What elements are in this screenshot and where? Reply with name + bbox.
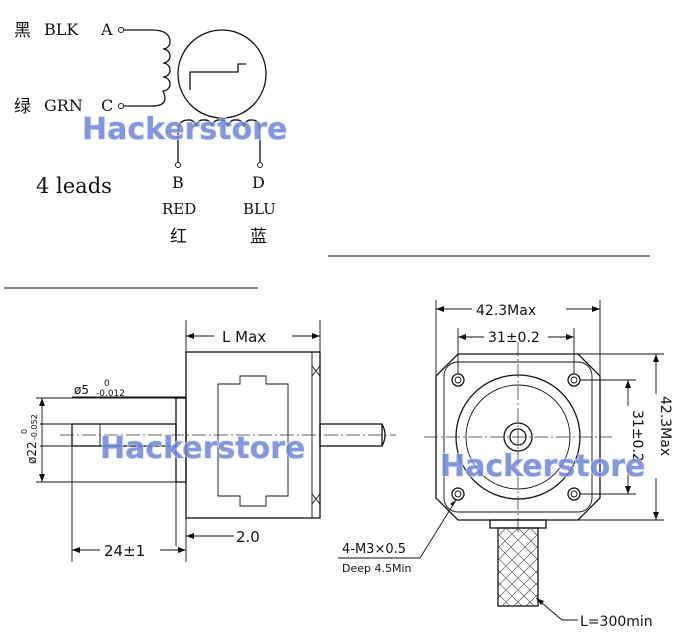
screw-leader — [338, 499, 457, 559]
flange-arrow — [186, 533, 194, 539]
hole-span-v-arrow-bottom — [625, 486, 631, 494]
mount-hole-tr-inner — [570, 376, 578, 384]
wire-a-color-cn: 黑 — [14, 21, 31, 41]
corner-mark-top — [311, 365, 321, 377]
wire-a-pin: A — [100, 20, 113, 39]
mount-hole-br-inner — [570, 490, 578, 498]
hole-span-arrow-left — [458, 334, 466, 340]
boss-dia-arrow-bottom — [39, 474, 45, 482]
lmax-arrow-left — [186, 333, 194, 339]
wiring-diagram: 黑 BLK A 绿 GRN C B D RED BLU 红 蓝 4 leads … — [14, 20, 288, 247]
lmax-arrow-right — [312, 333, 320, 339]
screw-label: 4-M3×0.5 — [342, 542, 406, 557]
boss-dia-lower-tol: -0.052 — [30, 414, 39, 440]
width-arrow-right — [592, 306, 600, 312]
boss-len-arrow-right — [178, 547, 186, 553]
wire-d-color: BLU — [243, 200, 276, 218]
shaft-dia-upper-tol: 0 — [104, 379, 110, 389]
cable-leader — [535, 597, 578, 621]
height-arrow-bottom — [653, 512, 659, 520]
rotor-symbol — [177, 29, 267, 119]
mount-hole-tr — [567, 373, 581, 387]
mount-hole-bl — [451, 487, 465, 501]
mount-hole-bl-inner — [454, 490, 462, 498]
boss-dia-upper-tol: 0 — [20, 429, 29, 434]
screw-leader-arrow — [450, 500, 456, 506]
boss-len-arrow-left — [72, 547, 80, 553]
height-label: 42.3Max — [657, 396, 673, 456]
boss-length-label: 24±1 — [104, 542, 145, 560]
terminal-d — [256, 161, 264, 169]
boss-dia-arrow-top — [39, 398, 45, 406]
width-label: 42.3Max — [476, 303, 536, 319]
watermark-top: Hackerstore — [82, 112, 287, 147]
boss-dia-label: ø22 — [25, 441, 39, 464]
corner-mark-bottom — [311, 493, 321, 505]
leads-label: 4 leads — [36, 174, 112, 198]
hole-spacing-v-label: 31±0.2 — [629, 410, 645, 462]
wire-d-pin: D — [252, 173, 265, 192]
coil-ac — [124, 29, 171, 107]
wire-a-color: BLK — [44, 20, 79, 39]
cable-label: L=300min — [580, 614, 653, 630]
wire-b-pin: B — [172, 173, 184, 192]
shaft-dia-lower-tol: -0.012 — [96, 389, 125, 399]
mount-hole-tl — [451, 373, 465, 387]
cable-braid — [497, 527, 539, 607]
terminal-a — [117, 26, 125, 34]
mount-hole-tl-inner — [454, 376, 462, 384]
side-view: L Max ø5 0 -0.012 ø22 0 -0.052 24±1 2.0 — [20, 320, 396, 562]
wire-b-color-cn: 红 — [170, 227, 187, 247]
wire-d-color-cn: 蓝 — [250, 227, 267, 247]
hole-span-arrow-right — [566, 334, 574, 340]
wire-c-color: GRN — [44, 96, 83, 115]
hole-spacing-label: 31±0.2 — [488, 330, 540, 346]
wire-b-color: RED — [162, 200, 196, 218]
watermark-side: Hackerstore — [100, 431, 305, 466]
terminal-b — [174, 161, 182, 169]
depth-label: Deep 4.5Min — [342, 562, 412, 575]
coil-bd — [177, 119, 261, 162]
rotor-step-mark — [189, 63, 246, 90]
watermark-front: Hackerstore — [440, 449, 645, 484]
shaft-dia-label: ø5 — [74, 383, 89, 397]
wire-c-color-cn: 绿 — [14, 97, 31, 117]
mount-hole-br — [567, 487, 581, 501]
wire-c-pin: C — [101, 96, 113, 115]
length-label: L Max — [222, 328, 266, 346]
body-cutout — [217, 375, 289, 507]
height-arrow-top — [653, 354, 659, 362]
cable-leader-arrow — [536, 598, 544, 605]
hole-span-v-arrow-top — [625, 380, 631, 388]
front-view: 42.3Max 31±0.2 42.3Max 31±0.2 4-M3×0.5 D… — [338, 300, 673, 630]
width-arrow-left — [436, 306, 444, 312]
flange-label: 2.0 — [236, 528, 260, 546]
terminal-c — [117, 102, 125, 110]
